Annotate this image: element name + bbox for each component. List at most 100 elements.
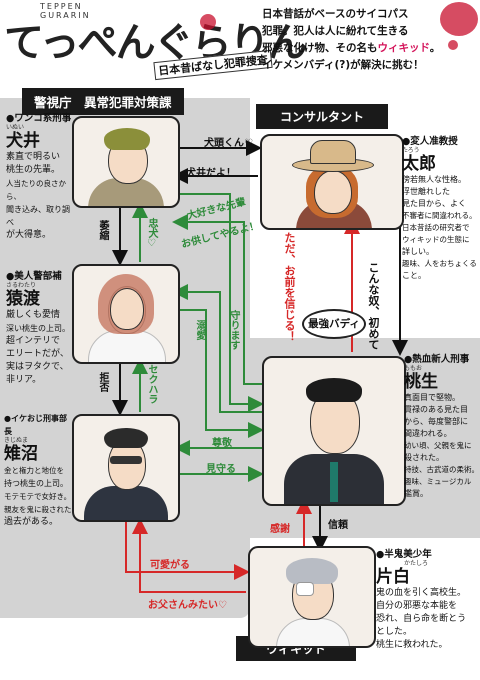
profile-inui: ●ワンコ系刑事 いぬい 犬井 素直で明るい 桃生の先輩。 人当たりの良さから、 … [6,112,72,242]
suit-shape [88,330,166,362]
portrait-inui [72,116,180,208]
desc-line: 自分の邪悪な本能を [376,601,458,611]
name-ruby: いぬい [6,124,25,131]
desc-line: 真面目で堅物。 [404,393,460,402]
desc-line: エリートだが、 [6,349,69,359]
relation-label-kata-to-momo: 感謝 [270,524,290,535]
desc-line: 親友を鬼に殺された [4,505,72,514]
desc-line: 特技、古武道の柔術。 [404,465,479,474]
desc-line: 日本昔話の研究者で [402,223,470,232]
relation-label-kiji-to-momo: 見守る [206,464,236,475]
profile-kijinuma: ●イケおじ刑事部長 きじぬま 雉沼 金と権力と地位を 持つ桃生の上司。 モテモテ… [4,412,74,529]
desc-line: モテモテで女好き。 [4,492,72,501]
relation-label-momo-to-taro: ただ、お前を信じる！ [283,232,296,342]
character-name: 犬井 [6,131,40,151]
portrait-sawatari [72,264,180,364]
arrow-inu-to-momo [176,193,264,412]
desc-line: 傍若無人な性格。 [402,175,466,184]
logo: TEPPEN GURARIN てっぺんぐらりん 日本昔ばなし犯罪捜査 [4,2,308,81]
relation-label-momo-to-kiji: 尊敬 [212,438,232,449]
role-label: ●美人警部補 [6,271,62,282]
blood-splatter-decoration [440,2,478,36]
desc-line: 浮世離れした [402,187,450,196]
relation-label-taro-to-inu: 犬井だよ！ [186,168,236,179]
character-name: 雉沼 [4,444,38,464]
relation-label-momo-to-saru: 守ります [228,310,239,350]
role-label: ●半鬼美少年 [376,549,432,560]
desc-line: 殺された。 [404,453,444,462]
portrait-kijinuma [72,414,180,522]
portrait-momoo [262,356,406,506]
relation-label-kiji-to-saru: セクハラ [146,364,157,404]
relation-label-saru-to-momo: 溺愛 [194,320,205,340]
desc-line: 鬼の血を引く高校生。 [376,588,467,598]
name-ruby: ももお [404,365,423,372]
desc-line: 桃生に救われた。 [376,640,448,650]
intro-line: イケメンバディ(?)が解決に挑む！ [262,59,424,71]
desc-line: が大得意。 [6,230,52,240]
sunglasses-shape [110,456,142,464]
desc-line: 間違われる。 [404,429,452,438]
desc-line: 持つ桃生の上司。 [4,479,68,488]
desc-line: 幼い頃、父親を鬼に [404,441,472,450]
desc-line: 趣味、人をおちょくる [402,259,477,268]
name-ruby: かたしろ [404,560,429,567]
character-name: 片白 [376,567,410,587]
portrait-katashiro [248,546,376,648]
relation-label-saru-to-inu: 忠犬♡ [146,218,157,249]
role-label: ●変人准教授 [402,136,458,147]
arrow-momo-to-saru [172,284,262,413]
profile-taro: ●変人准教授 たろう 太郎 傍若無人な性格。 浮世離れした 見た目から、よく 不… [402,136,478,282]
relation-label-saru-to-kiji: 拒否 [97,372,108,392]
profile-katashiro: ●半鬼美少年 かたしろ 片白 鬼の血を引く高校生。 自分の邪悪な本能を 恐れ、自… [376,548,480,652]
blood-splatter-decoration [200,14,216,30]
desc-line: 深い桃生の上司。 [6,324,70,333]
desc-line: 人当たりの良さから、 [6,179,66,201]
desc-line: 貫禄のある見た目 [404,405,468,414]
buddy-badge: 最強バディ [302,309,366,339]
intro-line: 犯罪。犯人は人に紛れて生きる [262,25,409,37]
character-name: 太郎 [402,154,436,174]
desc-line: 趣味、ミュージカル [404,477,472,486]
character-name: 桃生 [404,372,438,392]
relation-label-kiji-to-kata: 可愛がる [150,560,190,571]
suit-shape [84,486,168,520]
intro-line: 日本昔話がベースのサイコパス [262,8,409,20]
desc-line: こと。 [402,271,426,280]
relation-label-momo-to-kata: 信頼 [328,520,348,531]
desc-line: 詳しい。 [402,247,434,256]
police-group-label: 警視庁 異常犯罪対策課 [22,88,184,115]
profile-sawatari: ●美人警部補 さるわたり 猿渡 厳しくも愛情 深い桃生の上司。 超インテリで エ… [6,270,72,387]
hat-shape [310,140,356,164]
arrow-kiji-to-kata [125,518,250,580]
role-label: ●イケおじ刑事部長 [4,414,67,436]
wicked-highlight: ウィキッド [377,42,430,54]
relation-label-taro-to-momo: こんな奴、初めて [367,262,380,350]
arrow-momo-to-inu [172,214,262,385]
role-label: ●ワンコ系刑事 [6,113,72,124]
desc-line: 恐れ、自ら命を断とう [376,614,467,624]
intro-text: 日本昔話がベースのサイコパス 犯罪。犯人は人に紛れて生きる 邪悪な化け物、その名… [262,6,478,74]
suit-shape [276,618,350,646]
relation-label-inu-to-taro: 犬頭くん♡ [204,138,253,149]
desc-line: とした。 [376,627,413,637]
blood-splatter-decoration [448,40,458,50]
logo-roman: TEPPEN GURARIN [40,2,91,20]
desc-line: 素直で明るい [6,152,61,162]
desc-line: 見た目から、よく [402,199,466,208]
desc-line: ウィキッドの生態に [402,235,470,244]
eyepatch-shape [296,582,314,596]
hair-shape [306,378,362,402]
consultant-group-label: コンサルタント [256,104,389,129]
desc-line: 桃生の先輩。 [6,165,61,175]
desc-line: 超インテリで [6,336,61,346]
name-ruby: たろう [402,147,420,154]
arrow-saru-to-momo [176,309,264,438]
hair-shape [104,428,148,448]
face-shape [314,170,352,214]
desc-line: 実はヲタクで、 [6,362,69,372]
profile-momoo: ●熱血新人刑事 ももお 桃生 真面目で堅物。 貫禄のある見た目 から、毎度警部に… [404,354,480,500]
face-shape [110,288,144,330]
hair-shape [104,128,150,150]
tie-shape [330,462,338,502]
